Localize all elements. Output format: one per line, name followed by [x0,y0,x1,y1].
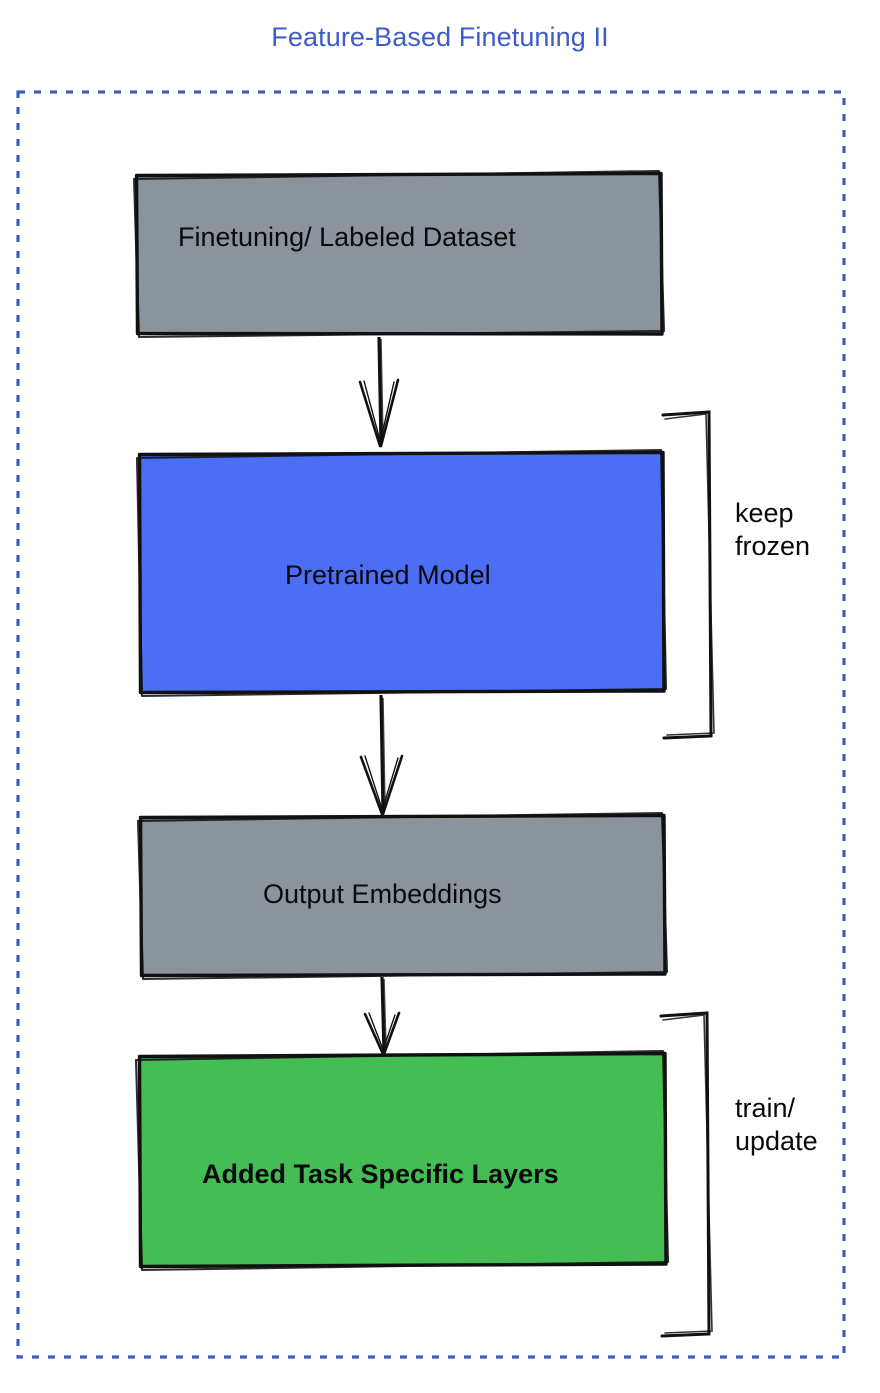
train-update-bracket [659,1011,713,1338]
node-label-added-task-layers: Added Task Specific Layers [202,1159,559,1189]
arrow-dataset-to-model [358,336,400,448]
node-label-output-embeddings: Output Embeddings [263,879,502,909]
keep-frozen-bracket [661,410,715,740]
node-finetuning-dataset[interactable] [132,169,666,339]
node-label-pretrained-model: Pretrained Model [285,560,491,590]
bracket-label-train-update: train/ update [735,1093,818,1156]
page-title: Feature-Based Finetuning II [271,22,609,52]
bracket-label-keep-frozen: keep frozen [735,498,811,561]
arrow-model-to-embeddings [359,694,404,816]
arrow-embeddings-to-layers [363,976,401,1056]
node-label-finetuning-dataset: Finetuning/ Labeled Dataset [178,222,516,252]
